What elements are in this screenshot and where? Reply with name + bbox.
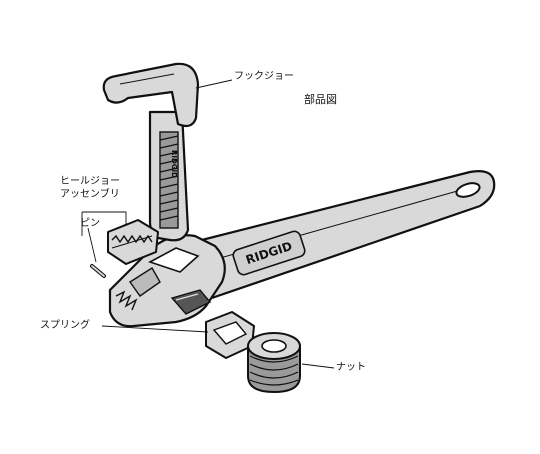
leader-heel-jaw (81, 211, 127, 236)
heel-jaw-part (107, 219, 159, 265)
hook-jaw-part: RIDGID (102, 62, 200, 242)
leader-spring (101, 325, 209, 333)
leader-nut (301, 363, 335, 369)
pin-part (90, 264, 106, 278)
leader-lines (81, 79, 335, 369)
leader-pin (87, 227, 97, 263)
wrench-body: RIDGID (108, 170, 496, 328)
hang-hole-icon (455, 182, 481, 198)
nut-part (247, 332, 301, 394)
spring-part (205, 311, 255, 359)
label-hook-jaw: フックジョー (234, 71, 294, 82)
label-spring: スプリング (40, 320, 90, 331)
label-heel-jaw-line2: アッセンブリ (60, 189, 120, 200)
label-nut: ナット (336, 362, 366, 373)
leader-hook-jaw (195, 79, 233, 89)
label-pin: ピン (80, 218, 100, 229)
diagram-title: 部品図 (304, 93, 337, 106)
hook-jaw-brand-mark: RIDGID (170, 150, 178, 178)
label-heel-jaw-line1: ヒールジョー (60, 176, 120, 187)
